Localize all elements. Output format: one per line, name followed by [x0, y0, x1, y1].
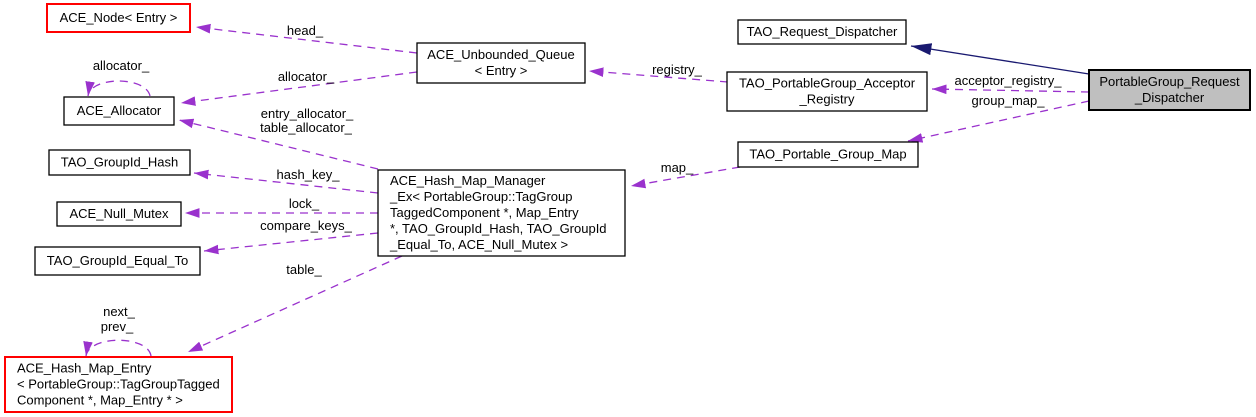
- edge-hash-key-line: [193, 169, 379, 194]
- node-tao-portablegroup-acceptor-registry[interactable]: TAO_PortableGroup_Acceptor_Registry: [726, 71, 928, 112]
- node-ace-allocator-label: ACE_Allocator: [77, 103, 162, 118]
- edge-head-line: [195, 23, 418, 54]
- edge-entry-table-allocator-label: entry_allocator_: [261, 106, 354, 121]
- node-tao-request-dispatcher[interactable]: TAO_Request_Dispatcher: [737, 19, 907, 45]
- edge-map-label: map_: [661, 160, 694, 175]
- edge-next-prev-self-label: next_: [103, 304, 136, 319]
- edge-registry-label: registry_: [652, 62, 703, 77]
- node-ace-hash-map-manager-label: _Equal_To, ACE_Null_Mutex >: [389, 237, 568, 252]
- node-tao-portablegroup-acceptor-registry-box[interactable]: [726, 71, 928, 112]
- node-tao-groupid-hash-box[interactable]: [48, 149, 191, 176]
- node-tao-portable-group-map-box[interactable]: [737, 141, 919, 168]
- edge-allocator-self-line: [85, 80, 151, 97]
- node-ace-unbounded-queue-label: < Entry >: [475, 63, 528, 78]
- node-tao-groupid-hash[interactable]: TAO_GroupId_Hash: [48, 149, 191, 176]
- node-portablegroup-request-dispatcher-box: [1088, 69, 1251, 111]
- edge-allocator-label: allocator_: [278, 69, 335, 84]
- edge-map-line: [630, 166, 741, 189]
- node-ace-hash-map-entry-label: < PortableGroup::TagGroupTagged: [17, 377, 220, 392]
- node-portablegroup-request-dispatcher: PortableGroup_Request_Dispatcher: [1088, 69, 1251, 111]
- node-tao-request-dispatcher-label: TAO_Request_Dispatcher: [747, 24, 898, 39]
- edge-next-prev-self-line: [83, 339, 152, 357]
- node-ace-unbounded-queue-box[interactable]: [416, 42, 586, 84]
- edge-table-label: table_: [286, 262, 322, 277]
- node-ace-hash-map-manager-label: TaggedComponent *, Map_Entry: [390, 205, 579, 220]
- node-ace-hash-map-entry-label: Component *, Map_Entry * >: [17, 393, 183, 408]
- node-portablegroup-request-dispatcher-label: PortableGroup_Request: [1099, 74, 1240, 89]
- edge-acceptor-registry-line: [931, 84, 1090, 95]
- node-ace-node-label: ACE_Node< Entry >: [60, 10, 178, 25]
- node-ace-null-mutex-label: ACE_Null_Mutex: [70, 206, 169, 221]
- edge-group-map-line: [907, 100, 1090, 143]
- node-ace-hash-map-entry-box[interactable]: [4, 356, 233, 413]
- nodes-layer: ACE_Node< Entry > ACE_Unbounded_Queue< En…: [4, 3, 1251, 413]
- node-ace-node[interactable]: ACE_Node< Entry >: [46, 3, 191, 33]
- edge-next-prev-self-label: prev_: [101, 319, 134, 334]
- node-tao-groupid-equal-to-box[interactable]: [34, 246, 201, 276]
- node-ace-node-box[interactable]: [46, 3, 191, 33]
- node-ace-hash-map-manager-label: *, TAO_GroupId_Hash, TAO_GroupId: [390, 221, 607, 236]
- edge-labels-layer: head_ allocator_ allocator_ entry_allocator…: [93, 23, 1062, 334]
- node-ace-hash-map-manager-box[interactable]: [377, 169, 626, 257]
- edge-entry-table-allocator-label: table_allocator_: [260, 120, 353, 135]
- edge-registry-line: [588, 67, 729, 83]
- node-ace-hash-map-entry-label: ACE_Hash_Map_Entry: [17, 361, 152, 376]
- node-ace-allocator-box[interactable]: [63, 96, 175, 126]
- node-tao-request-dispatcher-box[interactable]: [737, 19, 907, 45]
- edge-entry-table-allocator-line: [178, 118, 379, 170]
- edge-head-label: head_: [287, 23, 324, 38]
- node-portablegroup-request-dispatcher-label: _Dispatcher: [1134, 90, 1205, 105]
- node-ace-unbounded-queue-label: ACE_Unbounded_Queue: [427, 47, 574, 62]
- node-ace-unbounded-queue[interactable]: ACE_Unbounded_Queue< Entry >: [416, 42, 586, 84]
- node-tao-portable-group-map[interactable]: TAO_Portable_Group_Map: [737, 141, 919, 168]
- edge-hash-key-label: hash_key_: [277, 167, 341, 182]
- edge-lock-label: lock_: [289, 196, 320, 211]
- edge-table-line: [187, 255, 403, 353]
- node-ace-hash-map-entry[interactable]: ACE_Hash_Map_Entry< PortableGroup::TagGr…: [4, 356, 233, 413]
- edge-inherit-request-dispatcher-line: [910, 43, 1090, 75]
- edge-allocator-line: [180, 71, 418, 106]
- edge-allocator-self-label: allocator_: [93, 58, 150, 73]
- edges-layer: [83, 23, 1090, 357]
- edge-acceptor-registry-label: acceptor_registry_: [955, 73, 1063, 88]
- edge-compare-keys-label: compare_keys_: [260, 218, 353, 233]
- node-ace-null-mutex-box[interactable]: [56, 201, 182, 227]
- node-tao-groupid-equal-to-label: TAO_GroupId_Equal_To: [47, 253, 188, 268]
- node-tao-portable-group-map-label: TAO_Portable_Group_Map: [749, 147, 906, 162]
- node-tao-groupid-hash-label: TAO_GroupId_Hash: [61, 155, 179, 170]
- node-tao-portablegroup-acceptor-registry-label: TAO_PortableGroup_Acceptor: [739, 76, 916, 91]
- node-ace-hash-map-manager[interactable]: ACE_Hash_Map_Manager_Ex< PortableGroup::…: [377, 169, 626, 257]
- node-tao-portablegroup-acceptor-registry-label: _Registry: [799, 92, 855, 107]
- node-ace-null-mutex[interactable]: ACE_Null_Mutex: [56, 201, 182, 227]
- node-ace-allocator[interactable]: ACE_Allocator: [63, 96, 175, 126]
- edge-group-map-label: group_map_: [972, 93, 1046, 108]
- node-tao-groupid-equal-to[interactable]: TAO_GroupId_Equal_To: [34, 246, 201, 276]
- node-ace-hash-map-manager-label: _Ex< PortableGroup::TagGroup: [389, 189, 572, 204]
- edge-compare-keys-line: [203, 232, 379, 255]
- node-ace-hash-map-manager-label: ACE_Hash_Map_Manager: [390, 173, 546, 188]
